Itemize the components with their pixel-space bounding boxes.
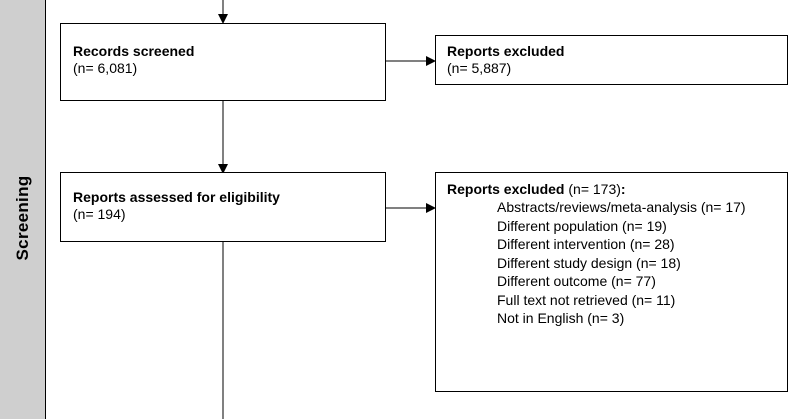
exclusion-reason: Abstracts/reviews/meta-analysis (n= 17) [497, 199, 746, 215]
exclusion-reason: Different population (n= 19) [497, 217, 667, 234]
reports-assessed-count: (n= 194) [73, 206, 126, 222]
records-screened-count: (n= 6,081) [73, 60, 138, 76]
exclusion-reason: Full text not retrieved (n= 11) [497, 291, 676, 308]
reports-excluded-box-1: Reports excluded (n= 5,887) [435, 35, 788, 85]
reports-excluded-1-count: (n= 5,887) [447, 60, 512, 76]
reports-excluded-2-heading: Reports excluded (n= 173): [447, 181, 787, 198]
reports-excluded-1-title: Reports excluded [447, 43, 565, 59]
phase-sidebar: Screening [0, 0, 46, 419]
exclusion-reason: Different intervention (n= 28) [497, 236, 675, 252]
reports-assessed-box: Reports assessed for eligibility (n= 194… [60, 172, 386, 242]
exclusion-reason: Not in English (n= 3) [497, 310, 625, 326]
records-screened-box: Records screened (n= 6,081) [60, 23, 386, 101]
exclusion-reason: Different study design (n= 18) [497, 254, 681, 271]
reports-assessed-title: Reports assessed for eligibility [73, 189, 280, 205]
exclusion-reason: Different outcome (n= 77) [497, 273, 656, 289]
reports-excluded-2-colon: : [620, 181, 626, 197]
reports-excluded-2-title: Reports excluded [447, 181, 565, 197]
reports-excluded-box-2: Reports excluded (n= 173): Abstracts/rev… [435, 172, 788, 392]
exclusion-reasons-list: Abstracts/reviews/meta-analysis (n= 17) … [447, 198, 787, 328]
reports-excluded-2-count: (n= 173) [564, 181, 621, 197]
records-screened-title: Records screened [73, 43, 195, 59]
